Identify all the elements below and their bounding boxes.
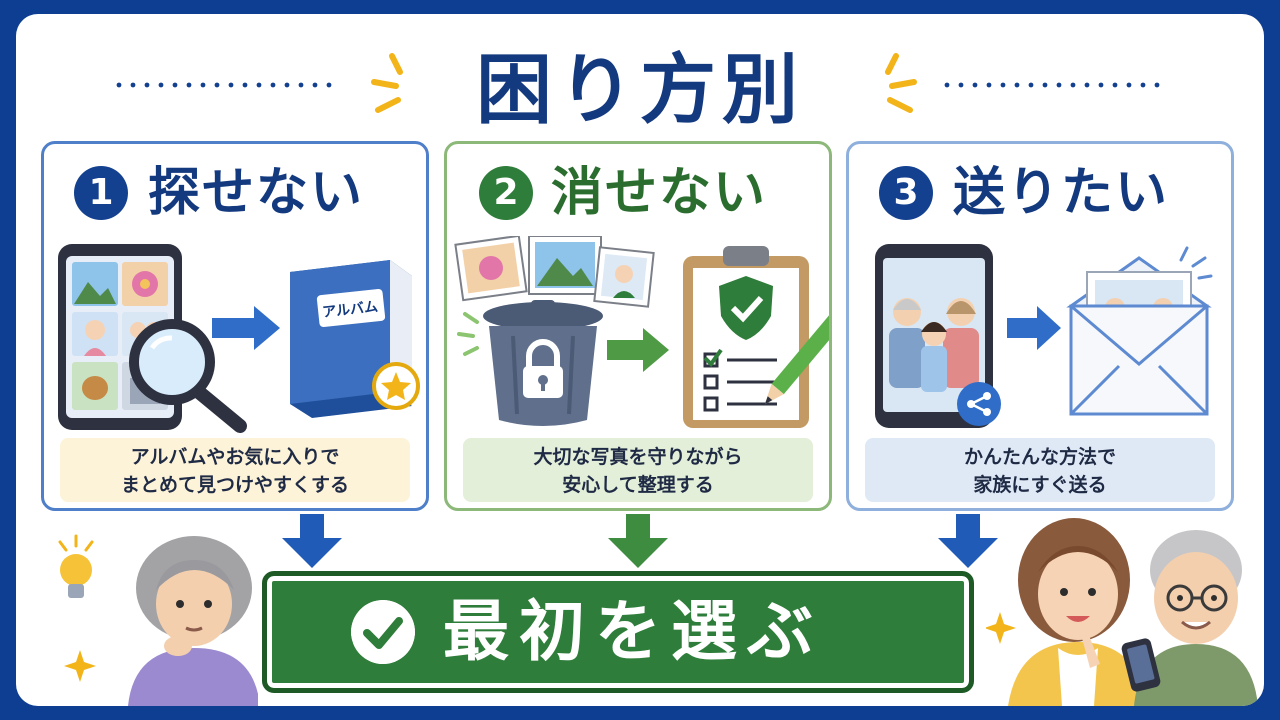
- find-illustration: アルバム: [58, 244, 420, 433]
- album-label: アルバム: [322, 299, 379, 321]
- share-icon: [957, 382, 1001, 426]
- shield-check-icon: [719, 276, 773, 340]
- title-dots-right: [944, 82, 1160, 88]
- choose-first-button[interactable]: 最初を選ぶ: [262, 571, 974, 693]
- lightbulb-icon: [58, 534, 94, 598]
- panel-header: 1 探せない: [44, 160, 426, 226]
- cta-label: 最初を選ぶ: [443, 593, 823, 670]
- panel-description: アルバムやお気に入りで まとめて見つけやすくする: [60, 438, 410, 502]
- panel-cant-delete: 2 消せない: [444, 141, 832, 511]
- panel-cant-find: 1 探せない: [41, 141, 429, 511]
- panel-description: 大切な写真を守りながら 安心して整理する: [463, 438, 813, 502]
- delete-illustration: [454, 236, 829, 428]
- desc-line: 大切な写真を守りながら: [533, 446, 743, 468]
- panel-title: 探せない: [148, 163, 365, 223]
- title-dots-left: [116, 82, 332, 88]
- step-number: 1: [74, 166, 128, 220]
- desc-line: アルバムやお気に入りで: [130, 446, 340, 468]
- infographic-frame: 困り方別 1 探せない: [16, 14, 1264, 706]
- check-icon: [351, 600, 415, 664]
- panel-description: かんたんな方法で 家族にすぐ送る: [865, 438, 1215, 502]
- star-icon: [372, 362, 420, 410]
- search-icon: [129, 319, 247, 433]
- page-title: 困り方別: [476, 45, 804, 134]
- desc-line: 安心して整理する: [562, 474, 714, 496]
- down-arrow-icon: [608, 514, 668, 568]
- burst-icon-right: [885, 53, 917, 113]
- desc-line: 家族にすぐ送る: [973, 474, 1107, 496]
- step-number: 2: [479, 166, 533, 220]
- panel-header: 2 消せない: [447, 160, 829, 226]
- panel-header: 3 送りたい: [849, 160, 1231, 226]
- desc-line: かんたんな方法で: [963, 446, 1116, 468]
- down-arrow-icon: [282, 514, 342, 568]
- elderly-woman-illustration: [58, 534, 258, 706]
- step-number: 3: [879, 166, 933, 220]
- panel-want-to-send: 3 送りたい: [846, 141, 1234, 511]
- panel-title: 送りたい: [953, 163, 1170, 223]
- send-illustration: [875, 244, 1213, 428]
- down-arrow-icon: [938, 514, 998, 568]
- panel-title: 消せない: [551, 163, 768, 223]
- couple-illustration: [986, 518, 1258, 706]
- lock-icon: [523, 339, 563, 398]
- burst-icon-left: [371, 53, 403, 113]
- sparkle-icon: [986, 612, 1016, 644]
- sparkle-icon: [64, 650, 96, 682]
- desc-line: まとめて見つけやすくする: [120, 474, 349, 496]
